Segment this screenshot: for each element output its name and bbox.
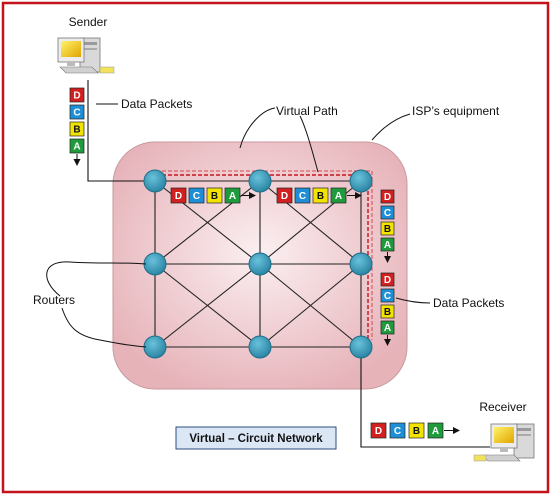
packet-box-a	[224, 187, 241, 204]
packet-box-d	[170, 187, 187, 204]
packet-box-d	[370, 422, 387, 439]
packet-box-b	[380, 221, 395, 236]
router-node	[349, 169, 373, 193]
packet-box-d	[69, 87, 85, 103]
packet-letter: B	[317, 191, 324, 202]
packet-box-c	[294, 187, 311, 204]
packet-letter: D	[384, 275, 391, 286]
packet-box-c	[69, 104, 85, 120]
packet-letter: B	[413, 426, 420, 437]
router-node	[248, 169, 272, 193]
packet-box-c	[380, 288, 395, 303]
sender-computer-icon	[57, 37, 115, 74]
packet-box-a	[380, 237, 395, 252]
receiver-link	[360, 358, 490, 448]
receiver-label: Receiver	[479, 400, 526, 414]
packet-box-b	[69, 121, 85, 137]
packet-letter: D	[384, 192, 391, 203]
routers-label: Routers	[33, 293, 75, 307]
packet-box-d	[276, 187, 293, 204]
packet-box-b	[312, 187, 329, 204]
routers	[143, 169, 373, 359]
receiver-computer-icon	[473, 423, 535, 462]
packet-letter: C	[394, 426, 401, 437]
packet-letter: C	[299, 191, 306, 202]
routers-callout-upper	[46, 261, 147, 297]
virtual-path-callout-right	[299, 115, 319, 173]
diagram-title: Virtual – Circuit Network	[189, 433, 323, 445]
virtual-path-line-outer	[162, 170, 373, 340]
packet-letter: B	[384, 224, 391, 235]
router-node	[143, 335, 167, 359]
packet-letter: B	[211, 191, 218, 202]
packet-letter: C	[384, 291, 391, 302]
packet-box-d	[380, 189, 395, 204]
packet-letter: A	[432, 426, 439, 437]
packet-box-a	[330, 187, 347, 204]
packet-letter: A	[384, 323, 391, 334]
packet-letter: C	[193, 191, 200, 202]
router-node	[349, 252, 373, 276]
packet-letter: C	[73, 108, 80, 119]
packet-box-b	[206, 187, 223, 204]
router-node	[143, 252, 167, 276]
sender-label: Sender	[69, 15, 108, 29]
packet-letter: A	[73, 142, 80, 153]
sender-link	[87, 80, 144, 182]
packet-letter: A	[335, 191, 342, 202]
virtual-path-callout-left	[239, 107, 276, 149]
packet-letter: C	[384, 208, 391, 219]
packet-box-c	[389, 422, 406, 439]
router-node	[349, 335, 373, 359]
router-node	[248, 252, 272, 276]
isp-callout	[371, 113, 411, 141]
packet-letter: D	[175, 191, 182, 202]
title-box	[175, 426, 337, 450]
packet-letter: B	[73, 125, 80, 136]
routers-callout-lower	[61, 307, 147, 348]
packet-box-c	[188, 187, 205, 204]
packet-box-a	[69, 138, 85, 154]
packet-box-d	[380, 272, 395, 287]
packet-box-c	[380, 205, 395, 220]
isp-equipment-label: ISP’s equipment	[412, 104, 500, 118]
packet-letter: B	[384, 307, 391, 318]
data-packets-label-top: Data Packets	[121, 97, 192, 111]
packet-box-b	[380, 304, 395, 319]
data-packets-callout-right	[395, 297, 431, 304]
packet-box-a	[380, 320, 395, 335]
packet-letter: A	[229, 191, 236, 202]
packet-letter: A	[384, 240, 391, 251]
packet-box-b	[408, 422, 425, 439]
virtual-path-label: Virtual Path	[276, 104, 338, 118]
router-node	[143, 169, 167, 193]
data-packets-label-right: Data Packets	[433, 296, 504, 310]
packet-letter: D	[73, 91, 80, 102]
packet-box-a	[427, 422, 444, 439]
router-node	[248, 335, 272, 359]
packet-letter: D	[375, 426, 382, 437]
packet-letter: D	[281, 191, 288, 202]
